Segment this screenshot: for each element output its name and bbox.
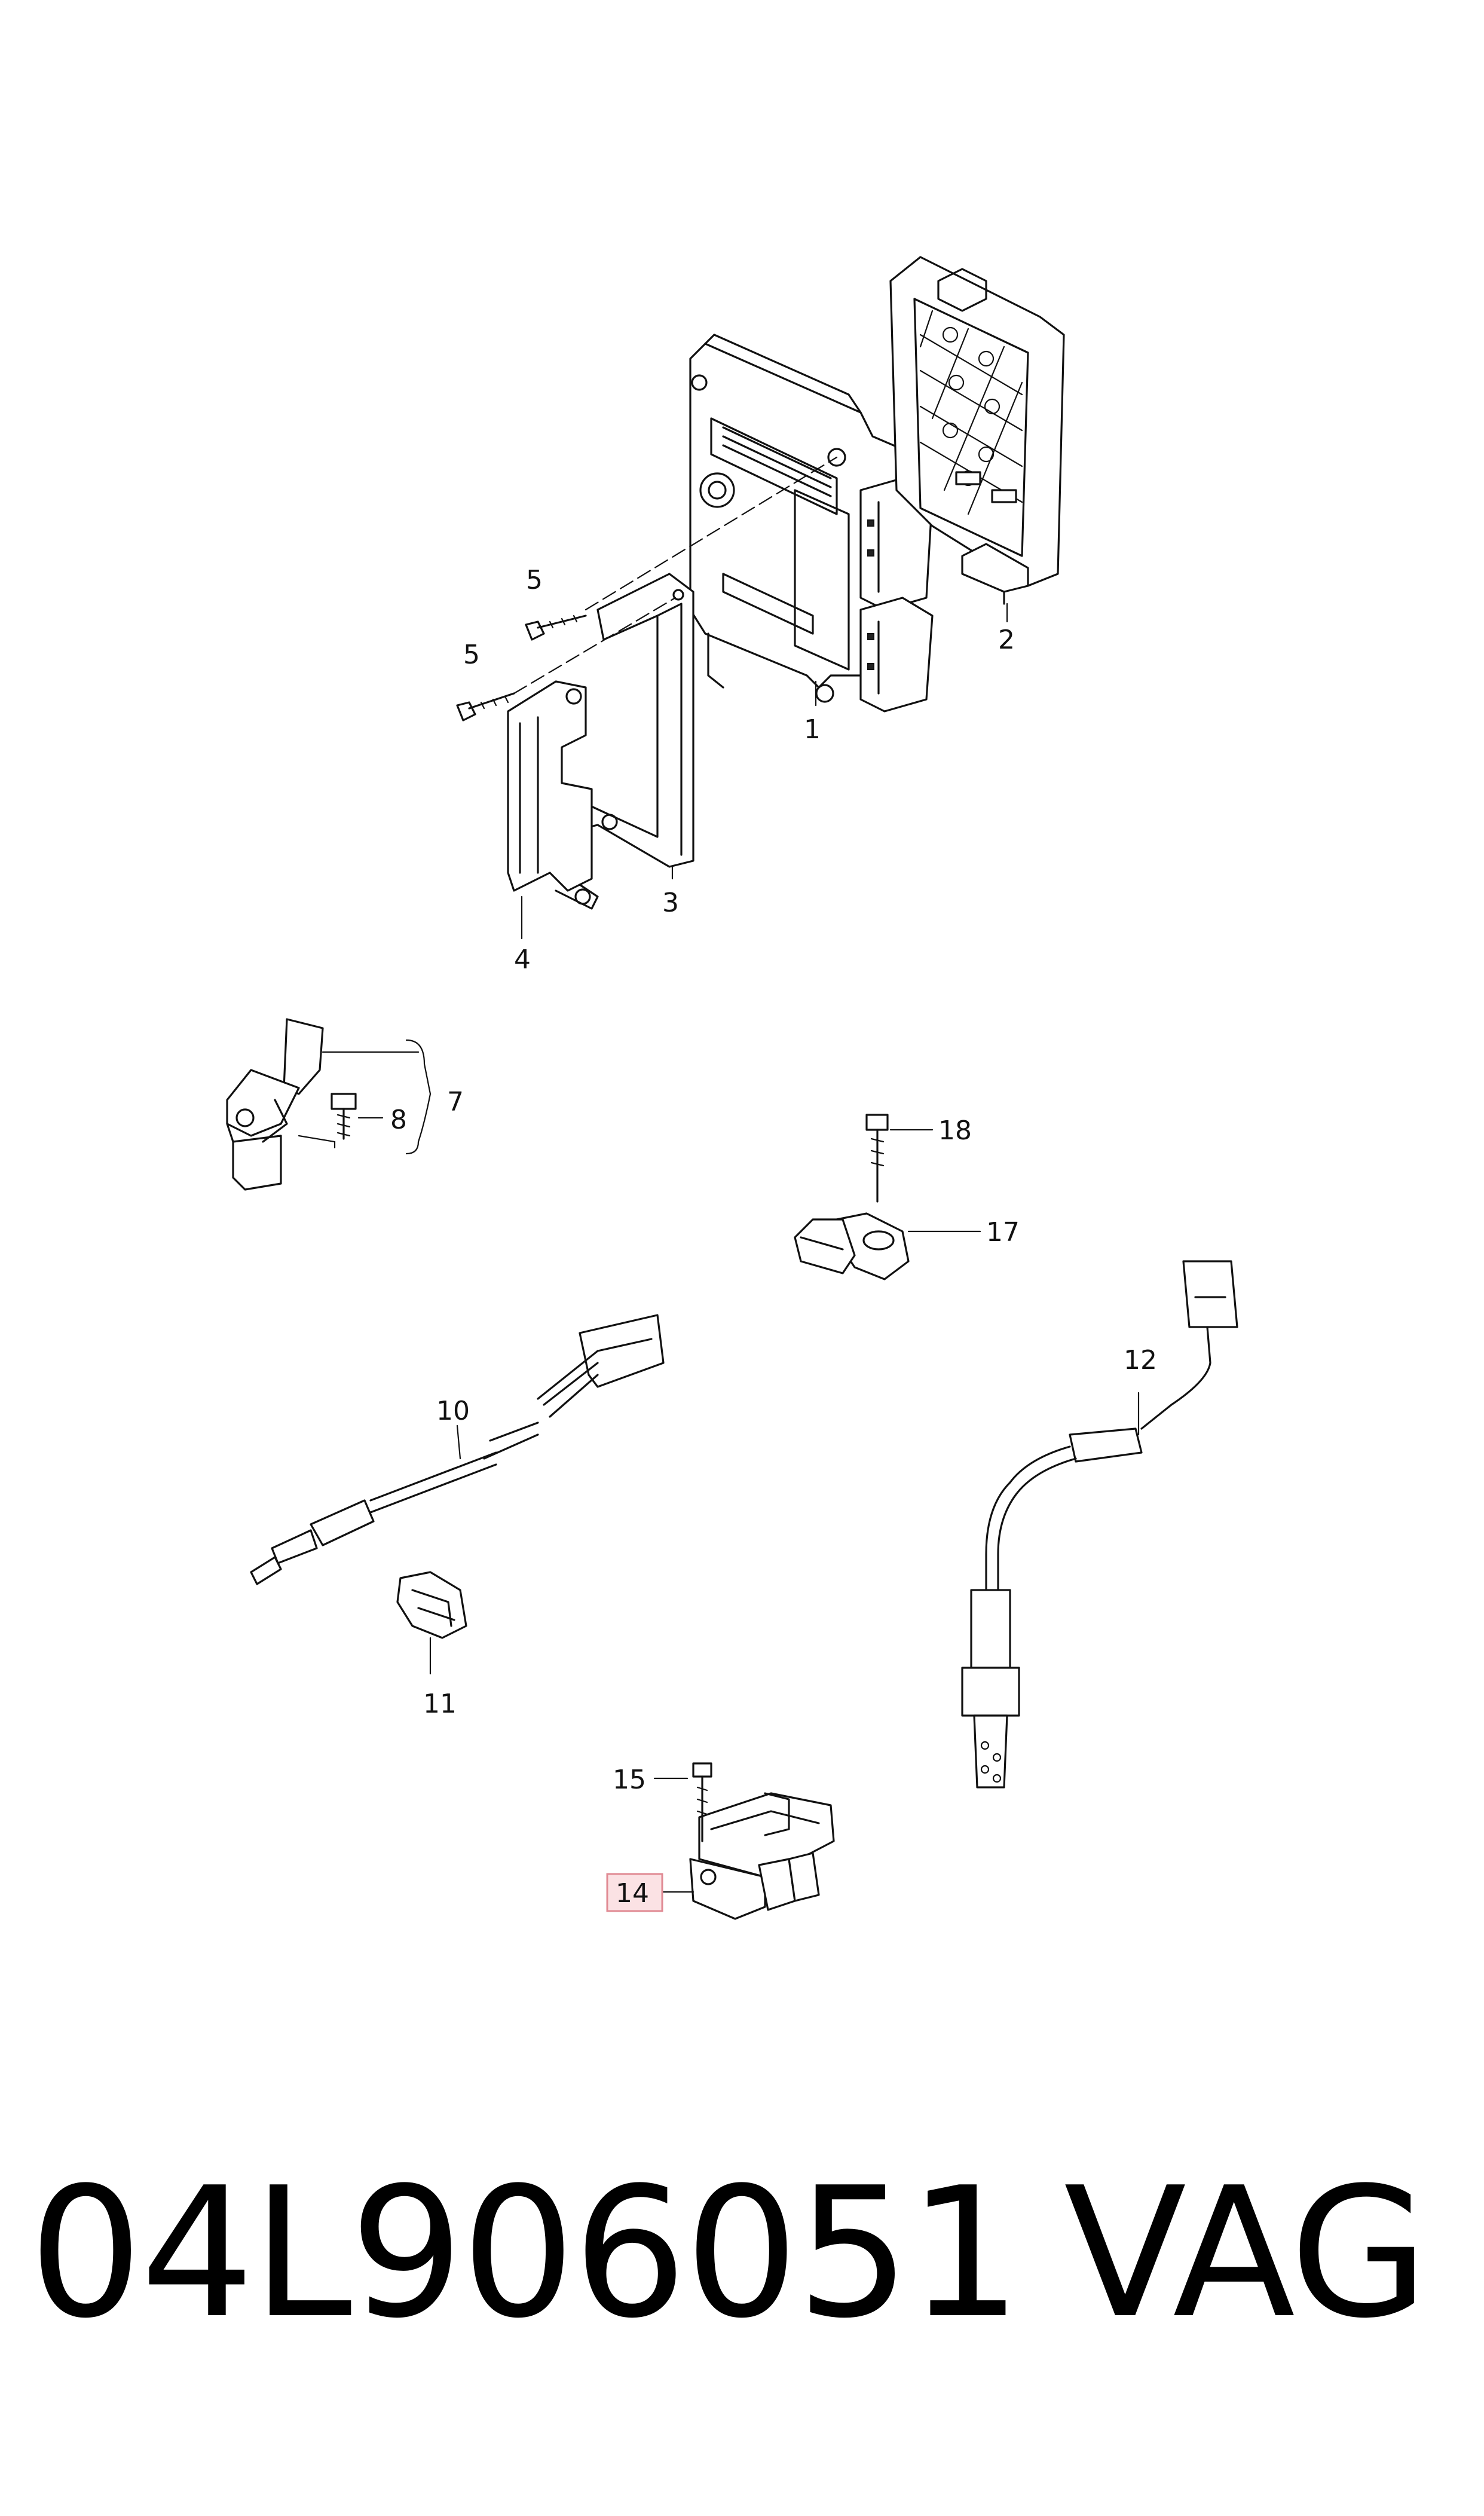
assembly-line (585, 456, 838, 611)
callout-5-lower: 5 (463, 640, 480, 670)
callout-17: 17 (986, 1217, 1020, 1248)
callout-leader (456, 1424, 461, 1460)
bracket-drawing (507, 680, 599, 910)
callout-18: 18 (938, 1115, 972, 1146)
footer: 04L906051 VAG (0, 2128, 1484, 2379)
callout-5-upper: 5 (526, 565, 543, 595)
callout-10: 10 (436, 1396, 470, 1426)
callout-7: 7 (447, 1087, 464, 1117)
callout-3: 3 (662, 888, 679, 918)
callout-12: 12 (1124, 1345, 1157, 1375)
callout-1: 1 (804, 714, 821, 745)
cover-plate-drawing (889, 256, 1065, 605)
callout-15: 15 (613, 1765, 646, 1795)
speed-sensor-drawing (226, 1018, 324, 1191)
highlight-box-14 (606, 1873, 663, 1912)
callout-2: 2 (998, 625, 1015, 655)
callout-14: 14 (616, 1878, 649, 1909)
clip-11-drawing (396, 1571, 467, 1639)
screw-5-lower-drawing (456, 692, 515, 722)
callout-8: 8 (390, 1105, 407, 1135)
control-unit-drawing (689, 334, 934, 713)
brand-label: VAG (1064, 2149, 1428, 2358)
part-number: 04L906051 (29, 2149, 1022, 2358)
callout-4: 4 (514, 944, 531, 975)
knock-sensor-drawing (794, 1114, 910, 1280)
screw-8-drawing (331, 1093, 357, 1140)
assembly-line (513, 597, 677, 695)
callout-leader (298, 1051, 420, 1149)
screw-5-upper-drawing (525, 615, 587, 641)
pressure-sensor-drawing (689, 1762, 835, 1920)
lambda-probe-drawing (250, 1314, 665, 1585)
brace-7 (405, 1039, 432, 1155)
callout-11: 11 (423, 1689, 457, 1719)
exhaust-temp-sensor-drawing (961, 1260, 1238, 1789)
